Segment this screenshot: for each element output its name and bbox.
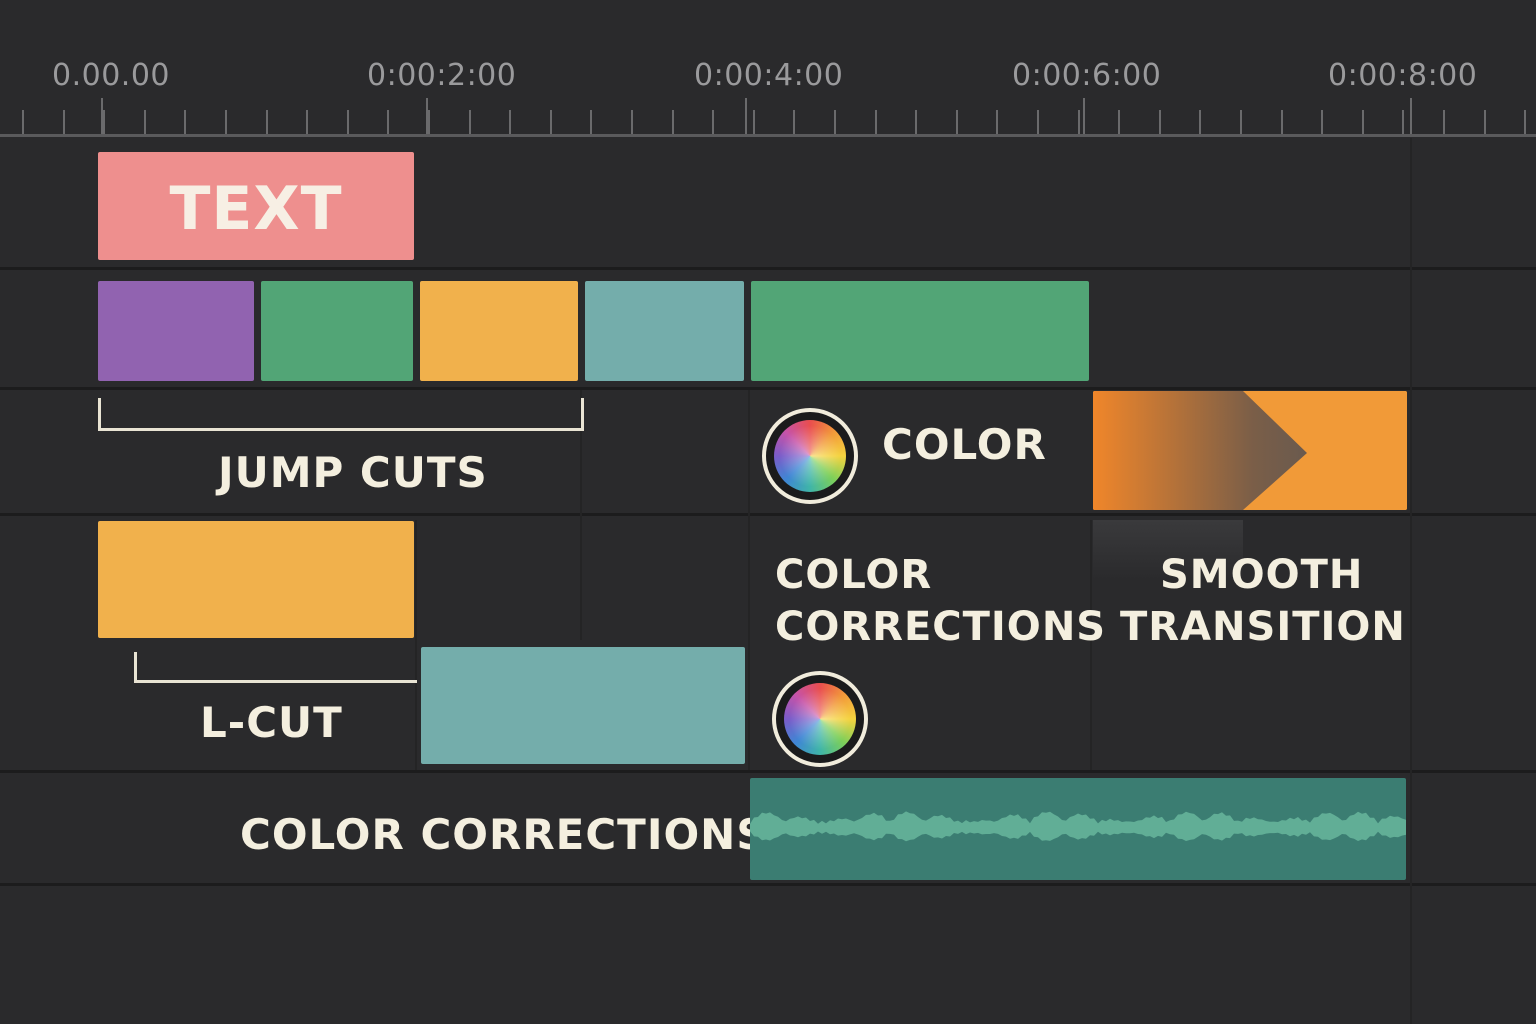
- timecode-label-4: 0:00:4:00: [694, 58, 844, 93]
- track-divider: [0, 267, 1536, 270]
- grid-line: [415, 520, 417, 770]
- track-divider: [0, 770, 1536, 773]
- video-clip-green[interactable]: [261, 281, 413, 381]
- color-wheel-icon[interactable]: [772, 671, 868, 767]
- video-clip-teal[interactable]: [585, 281, 744, 381]
- ruler-tick: [1402, 110, 1404, 134]
- timecode-label-2: 0:00:2:00: [367, 58, 517, 93]
- l-cut-label: L-CUT: [200, 698, 343, 747]
- video-clip-green-long[interactable]: [751, 281, 1089, 381]
- track-divider: [0, 387, 1536, 390]
- jump-cuts-label: JUMP CUTS: [218, 448, 488, 497]
- smooth-transition-label-line2: TRANSITION: [1120, 604, 1406, 650]
- ruler-major-tick: [101, 98, 103, 134]
- ruler-tick: [793, 110, 795, 134]
- ruler-tick: [672, 110, 674, 134]
- ruler-tick: [387, 110, 389, 134]
- ruler-tick: [1078, 110, 1080, 134]
- ruler-tick: [266, 110, 268, 134]
- ruler-tick: [1484, 110, 1486, 134]
- jump-cuts-bracket: [98, 398, 584, 431]
- transition-shadow: [1093, 520, 1243, 580]
- ruler-tick: [144, 110, 146, 134]
- color-corrections-label-line1: COLOR: [775, 552, 933, 598]
- ruler-tick: [550, 110, 552, 134]
- video-clip-yellow[interactable]: [420, 281, 578, 381]
- color-label: COLOR: [882, 420, 1047, 469]
- ruler-tick: [347, 110, 349, 134]
- track-divider: [0, 883, 1536, 886]
- text-clip-label: TEXT: [169, 174, 343, 244]
- audio-color-corrections-label: COLOR CORRECTIONS: [240, 810, 768, 859]
- chevron-right-icon: [1093, 391, 1407, 510]
- ruler-tick: [103, 110, 105, 134]
- l-cut-video-clip[interactable]: [98, 521, 414, 638]
- grid-line: [1410, 138, 1412, 1024]
- ruler-tick: [1199, 110, 1201, 134]
- text-clip[interactable]: TEXT: [98, 152, 414, 260]
- timecode-label-0: 0.00.00: [52, 58, 171, 93]
- ruler-major-tick: [426, 98, 428, 134]
- ruler-tick: [469, 110, 471, 134]
- timeline-ruler[interactable]: 0.00.00 0:00:2:00 0:00:4:00 0:00:6:00 0:…: [0, 0, 1536, 138]
- ruler-tick: [590, 110, 592, 134]
- audio-waveform: [750, 811, 1406, 842]
- ruler-baseline: [0, 134, 1536, 137]
- ruler-tick: [428, 110, 430, 134]
- ruler-tick: [1118, 110, 1120, 134]
- waveform-shape: [750, 811, 1406, 842]
- ruler-tick: [996, 110, 998, 134]
- ruler-tick: [1524, 110, 1526, 134]
- color-wheel-icon[interactable]: [762, 408, 858, 504]
- transition-clip[interactable]: [1093, 391, 1407, 510]
- video-clip-purple[interactable]: [98, 281, 254, 381]
- audio-clip[interactable]: [750, 778, 1406, 880]
- ruler-tick: [1443, 110, 1445, 134]
- grid-line: [580, 390, 582, 640]
- ruler-tick: [509, 110, 511, 134]
- ruler-tick: [1037, 110, 1039, 134]
- ruler-major-tick: [1410, 98, 1412, 134]
- timecode-label-6: 0:00:6:00: [1012, 58, 1162, 93]
- smooth-transition-label-line1: SMOOTH: [1160, 552, 1364, 598]
- ruler-tick: [1362, 110, 1364, 134]
- ruler-tick: [875, 110, 877, 134]
- l-cut-audio-clip[interactable]: [421, 647, 745, 764]
- color-corrections-label-line2: CORRECTIONS: [775, 604, 1107, 650]
- ruler-tick: [712, 110, 714, 134]
- timecode-label-8: 0:00:8:00: [1328, 58, 1478, 93]
- ruler-tick: [753, 110, 755, 134]
- ruler-tick: [1240, 110, 1242, 134]
- ruler-major-tick: [745, 98, 747, 134]
- ruler-tick: [915, 110, 917, 134]
- grid-line: [748, 390, 750, 770]
- l-cut-bracket: [134, 652, 417, 683]
- grid-line: [1090, 520, 1092, 770]
- track-divider: [0, 513, 1536, 516]
- ruler-tick: [225, 110, 227, 134]
- ruler-tick: [834, 110, 836, 134]
- ruler-tick: [1159, 110, 1161, 134]
- ruler-tick: [306, 110, 308, 134]
- ruler-tick: [22, 110, 24, 134]
- ruler-tick: [63, 110, 65, 134]
- ruler-tick: [631, 110, 633, 134]
- ruler-tick: [1321, 110, 1323, 134]
- ruler-major-tick: [1083, 98, 1085, 134]
- ruler-tick: [1281, 110, 1283, 134]
- ruler-tick: [184, 110, 186, 134]
- ruler-tick: [956, 110, 958, 134]
